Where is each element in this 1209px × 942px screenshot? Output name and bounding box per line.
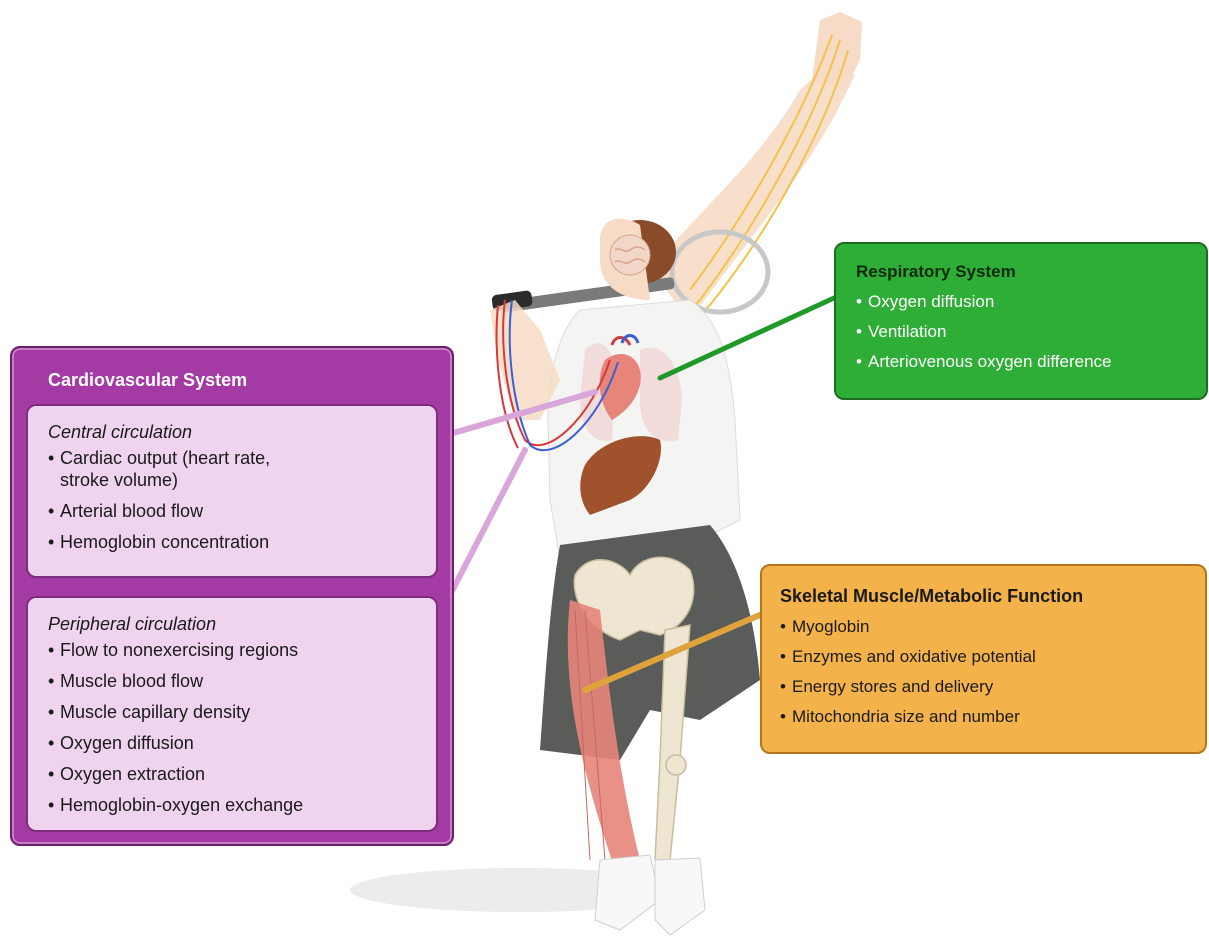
- list-item: Arterial blood flow: [48, 500, 436, 522]
- list-item: Hemoglobin concentration: [48, 531, 436, 553]
- central-circulation-list: Cardiac output (heart rate, stroke volum…: [48, 447, 436, 553]
- shoes-icon: [595, 855, 705, 935]
- shirt: [548, 300, 740, 560]
- list-item: Oxygen diffusion: [48, 732, 436, 754]
- respiratory-list: Oxygen diffusion Ventilation Arterioveno…: [856, 292, 1206, 372]
- list-item: Cardiac output (heart rate, stroke volum…: [48, 447, 310, 491]
- central-circulation-title: Central circulation: [48, 422, 436, 443]
- central-circulation-box: Central circulation Cardiac output (hear…: [26, 404, 438, 578]
- peripheral-circulation-list: Flow to nonexercising regions Muscle blo…: [48, 639, 436, 816]
- list-item: Ventilation: [856, 322, 1206, 342]
- list-item: Enzymes and oxidative potential: [780, 647, 1205, 667]
- peripheral-circulation-title: Peripheral circulation: [48, 614, 436, 635]
- list-item: Oxygen diffusion: [856, 292, 1206, 312]
- list-item: Oxygen extraction: [48, 763, 436, 785]
- raised-arm: [650, 12, 862, 320]
- respiratory-system-box: Respiratory System Oxygen diffusion Vent…: [834, 242, 1208, 400]
- cardiovascular-system-title: Cardiovascular System: [48, 370, 247, 391]
- skeletal-muscle-box: Skeletal Muscle/Metabolic Function Myogl…: [760, 564, 1207, 754]
- peripheral-circulation-box: Peripheral circulation Flow to nonexerci…: [26, 596, 438, 832]
- respiratory-system-title: Respiratory System: [856, 262, 1206, 282]
- list-item: Energy stores and delivery: [780, 677, 1205, 697]
- list-item: Arteriovenous oxygen difference: [856, 352, 1206, 372]
- cardiovascular-system-box: Cardiovascular System Central circulatio…: [10, 346, 454, 846]
- skeletal-muscle-title: Skeletal Muscle/Metabolic Function: [780, 586, 1205, 607]
- list-item: Mitochondria size and number: [780, 707, 1205, 727]
- list-item: Muscle capillary density: [48, 701, 436, 723]
- list-item: Muscle blood flow: [48, 670, 436, 692]
- list-item: Flow to nonexercising regions: [48, 639, 436, 661]
- skeletal-muscle-list: Myoglobin Enzymes and oxidative potentia…: [780, 617, 1205, 727]
- list-item: Hemoglobin-oxygen exchange: [48, 794, 436, 816]
- list-item: Myoglobin: [780, 617, 1205, 637]
